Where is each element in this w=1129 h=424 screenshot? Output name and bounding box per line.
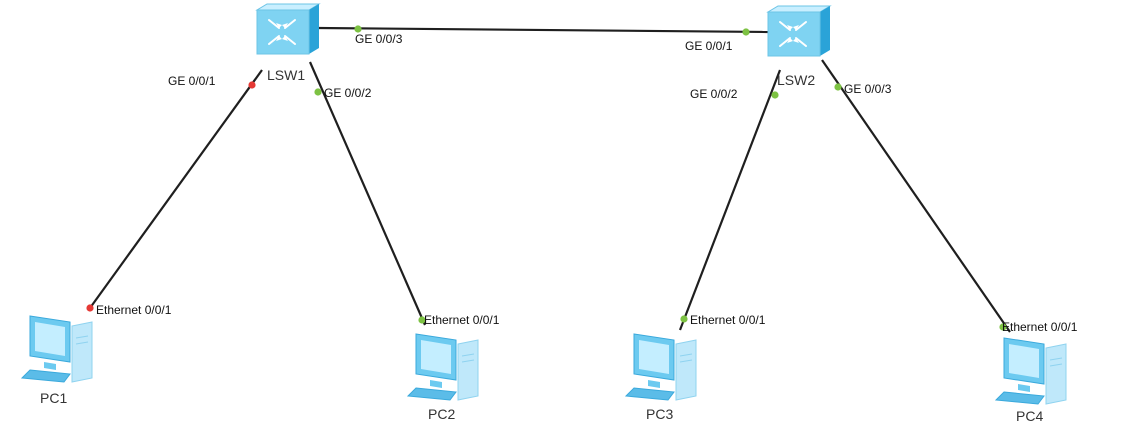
link-lsw2-pc4[interactable] [821, 59, 1011, 333]
device-label-pc3: PC3 [646, 406, 674, 422]
port-label-lsw2-ge003: GE 0/0/3 [844, 82, 892, 96]
port-label-pc4-eth001: Ethernet 0/0/1 [1002, 320, 1078, 334]
switch-icon [766, 5, 832, 57]
port-dot-pc4-eth001 [999, 323, 1007, 331]
port-dot-lsw2-ge003 [834, 83, 842, 91]
device-label-lsw2: LSW2 [777, 72, 816, 88]
pc-pc4[interactable] [994, 334, 1072, 406]
port-dot-pc2-eth001 [418, 316, 426, 324]
port-label-lsw1-ge002: GE 0/0/2 [324, 86, 372, 100]
port-label-lsw1-ge001: GE 0/0/1 [168, 74, 216, 88]
link-lsw1-lsw2[interactable] [317, 26, 769, 34]
link-lsw1-pc2[interactable] [308, 61, 427, 326]
port-dot-lsw2-ge002 [771, 91, 779, 99]
port-dot-lsw1-ge003 [354, 25, 362, 33]
pc-icon [994, 337, 1067, 405]
switch-lsw1[interactable] [255, 2, 321, 58]
pc-pc1[interactable] [20, 312, 98, 384]
port-label-pc1-eth001: Ethernet 0/0/1 [96, 303, 172, 317]
port-dot-lsw1-ge001 [248, 81, 256, 89]
port-label-pc2-eth001: Ethernet 0/0/1 [424, 313, 500, 327]
device-label-lsw1: LSW1 [267, 67, 306, 83]
port-label-pc3-eth001: Ethernet 0/0/1 [690, 313, 766, 327]
device-label-pc1: PC1 [40, 390, 68, 406]
port-label-lsw2-ge001: GE 0/0/1 [685, 39, 733, 53]
pc-icon [20, 315, 93, 383]
port-dot-pc1-eth001 [86, 304, 94, 312]
pc-icon [624, 333, 697, 401]
link-lsw1-pc1[interactable] [89, 69, 263, 309]
link-lsw2-pc3[interactable] [678, 69, 782, 331]
device-label-pc2: PC2 [428, 406, 456, 422]
pc-pc2[interactable] [406, 330, 484, 402]
switch-lsw2[interactable] [766, 4, 832, 60]
port-label-lsw1-ge003: GE 0/0/3 [355, 32, 403, 46]
port-dot-lsw2-ge001 [742, 28, 750, 36]
pc-icon [406, 333, 479, 401]
pc-pc3[interactable] [624, 330, 702, 402]
port-label-lsw2-ge002: GE 0/0/2 [690, 87, 738, 101]
port-dot-lsw1-ge002 [314, 88, 322, 96]
port-dot-pc3-eth001 [680, 315, 688, 323]
device-label-pc4: PC4 [1016, 408, 1044, 424]
switch-icon [255, 3, 321, 55]
